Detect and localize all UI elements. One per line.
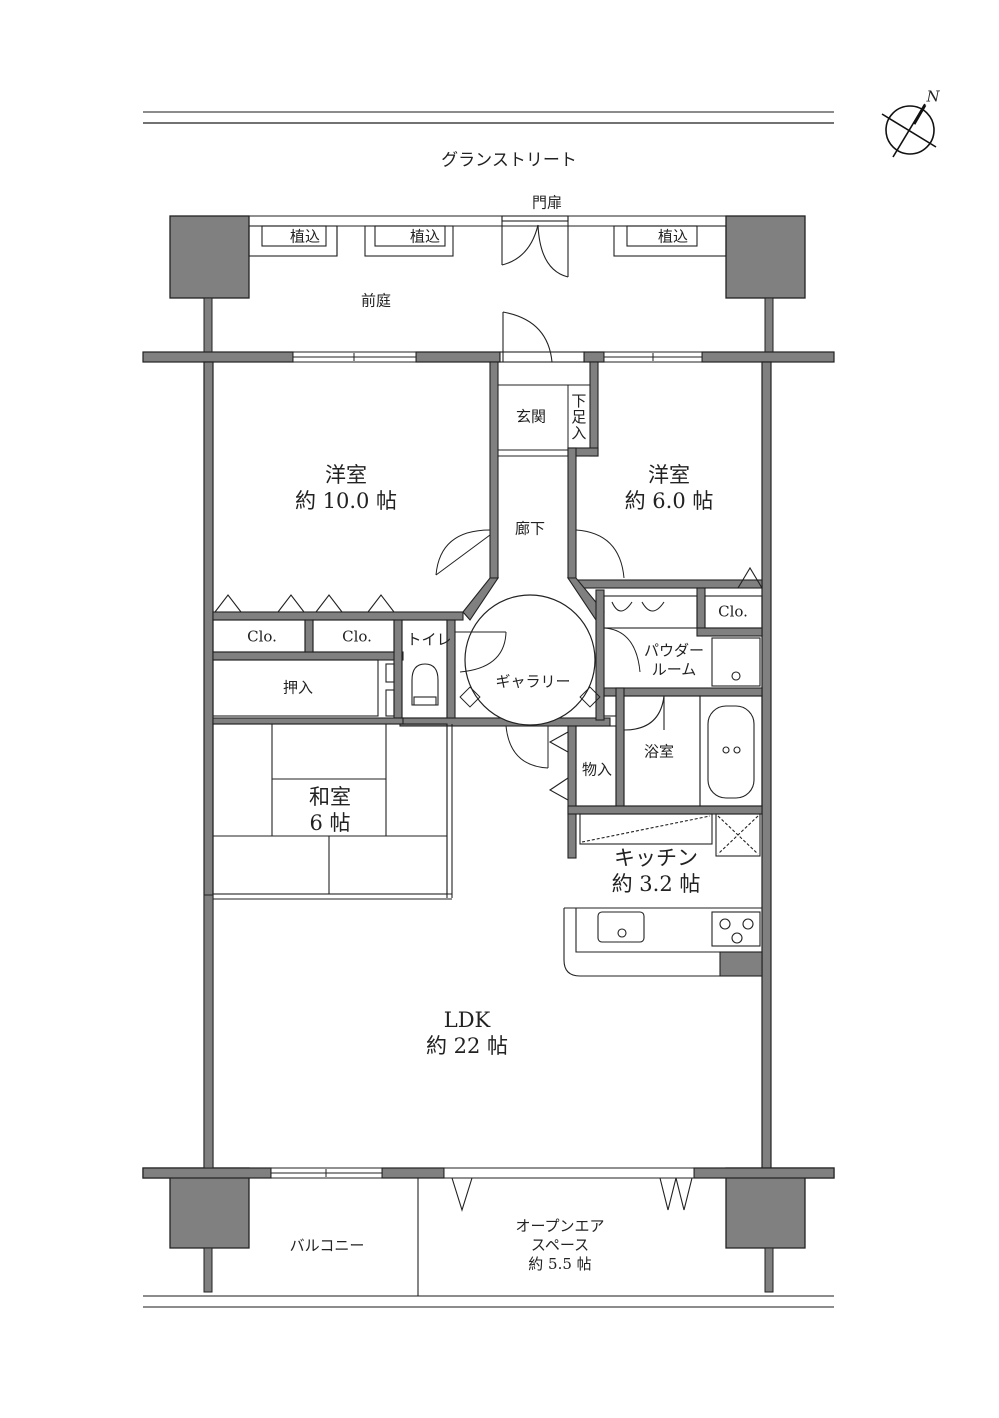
storage-label: 物入 <box>581 760 613 779</box>
toilet-label: トイレ <box>406 630 452 649</box>
room-name: 洋室 <box>324 462 367 487</box>
planter-label: 植込 <box>409 227 441 246</box>
western-room-2-label: 洋室 約 6.0 帖 <box>625 462 714 515</box>
western-room-1-label: 洋室 約 10.0 帖 <box>295 462 397 515</box>
closet-3-label: Clo. <box>718 602 748 621</box>
closet-2-label: Clo. <box>342 627 372 646</box>
oshiire-label: 押入 <box>282 678 314 697</box>
ldk-label: LDK 約 22 帖 <box>425 1007 509 1058</box>
gallery-label: ギャラリー <box>495 672 571 691</box>
street-label: グランストリート <box>441 150 577 171</box>
closet-1-label: Clo. <box>247 627 277 646</box>
japanese-room-label: 和室 6 帖 <box>309 784 351 835</box>
gate-label: 門扉 <box>531 193 563 212</box>
entrance-label: 玄関 <box>515 407 547 426</box>
north-arrow-icon <box>881 103 937 158</box>
shoe-storage-label: 下足入 <box>569 393 588 441</box>
powder-room-label: パウダー ルーム <box>643 641 705 678</box>
bathroom-label: 浴室 <box>643 742 675 761</box>
front-garden-label: 前庭 <box>360 291 392 310</box>
room-size: 約 6.0 帖 <box>624 489 714 513</box>
kitchen-label: キッチン 約 3.2 帖 <box>611 845 701 896</box>
hallway-label: 廊下 <box>514 519 546 538</box>
open-air-space-label: オープンエア スペース 約 5.5 帖 <box>515 1216 605 1273</box>
planter-label: 植込 <box>289 227 321 246</box>
room-name: 洋室 <box>648 462 690 487</box>
north-label: N <box>926 87 940 106</box>
planter-label: 植込 <box>657 227 689 246</box>
room-size: 約 10.0 帖 <box>294 489 398 513</box>
balcony-label: バルコニー <box>289 1236 365 1255</box>
